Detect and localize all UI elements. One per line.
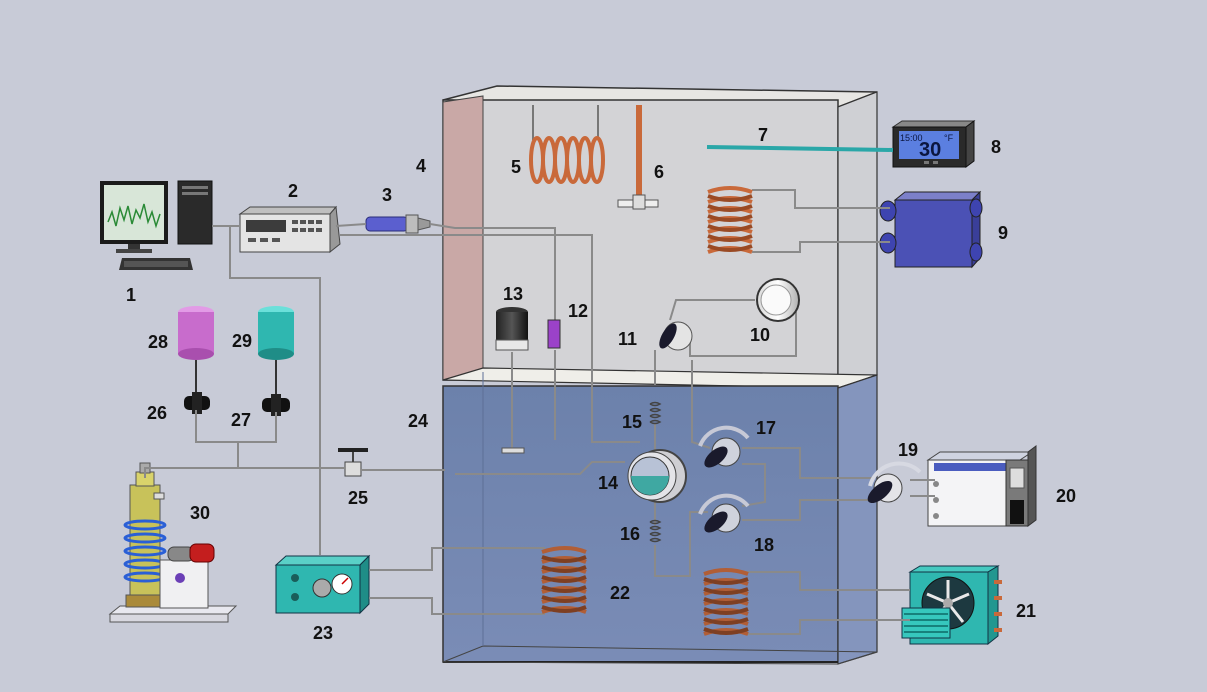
label-23: 23 bbox=[313, 623, 334, 643]
gas-chromatograph bbox=[926, 445, 1037, 527]
heater-12 bbox=[547, 319, 561, 349]
display-temp: 30 bbox=[919, 139, 941, 161]
label-17: 17 bbox=[756, 418, 777, 438]
gauge-10 bbox=[756, 278, 800, 322]
label-5: 5 bbox=[511, 157, 522, 177]
copper-coil-upper bbox=[707, 186, 753, 254]
label-8: 8 bbox=[991, 137, 1002, 157]
label-18: 18 bbox=[754, 535, 775, 555]
label-28: 28 bbox=[148, 332, 169, 352]
stirrer bbox=[617, 105, 659, 210]
piping bbox=[144, 145, 935, 635]
label-1: 1 bbox=[126, 285, 137, 305]
data-logger bbox=[238, 205, 341, 254]
label-19: 19 bbox=[898, 440, 919, 460]
display-unit: °F bbox=[944, 133, 954, 143]
needle-valve bbox=[338, 448, 368, 477]
pressure-sensor bbox=[365, 214, 431, 234]
label-12: 12 bbox=[568, 301, 589, 321]
label-29: 29 bbox=[232, 331, 253, 351]
label-7: 7 bbox=[758, 125, 769, 145]
spring-16 bbox=[649, 519, 662, 543]
label-21: 21 bbox=[1016, 601, 1037, 621]
computer bbox=[100, 180, 213, 270]
controller-box bbox=[274, 554, 371, 615]
sensor-13 bbox=[495, 307, 529, 454]
display-time: 15:00 bbox=[900, 133, 923, 143]
label-30: 30 bbox=[190, 503, 211, 523]
valve-18 bbox=[698, 493, 750, 533]
reaction-cell bbox=[627, 449, 687, 503]
cylinder-28 bbox=[178, 306, 214, 398]
label-16: 16 bbox=[620, 524, 641, 544]
label-25: 25 bbox=[348, 488, 369, 508]
vacuum-pump bbox=[108, 462, 238, 623]
copper-coil-lower-right bbox=[703, 568, 749, 636]
label-20: 20 bbox=[1056, 486, 1077, 506]
label-9: 9 bbox=[998, 223, 1009, 243]
label-10: 10 bbox=[750, 325, 771, 345]
copper-coil-22 bbox=[541, 546, 587, 614]
regulator-26 bbox=[184, 392, 210, 414]
label-6: 6 bbox=[654, 162, 665, 182]
copper-coil-5 bbox=[529, 105, 605, 184]
regulator-27 bbox=[262, 394, 290, 416]
label-2: 2 bbox=[288, 181, 299, 201]
label-24: 24 bbox=[408, 411, 429, 431]
label-22: 22 bbox=[610, 583, 631, 603]
label-27: 27 bbox=[231, 410, 252, 430]
temperature-display bbox=[891, 120, 976, 168]
chamber bbox=[442, 85, 878, 665]
cylinder-29 bbox=[258, 306, 294, 398]
label-14: 14 bbox=[598, 473, 619, 493]
condensing-unit bbox=[901, 565, 1002, 646]
label-4: 4 bbox=[416, 156, 427, 176]
chiller-box bbox=[879, 190, 983, 269]
valve-17 bbox=[698, 425, 750, 468]
valve-19 bbox=[867, 461, 922, 504]
spring-15 bbox=[649, 401, 662, 425]
label-3: 3 bbox=[382, 185, 393, 205]
label-13: 13 bbox=[503, 284, 524, 304]
valve-11 bbox=[659, 321, 693, 351]
label-26: 26 bbox=[147, 403, 168, 423]
label-11: 11 bbox=[618, 329, 638, 349]
label-15: 15 bbox=[622, 412, 643, 432]
